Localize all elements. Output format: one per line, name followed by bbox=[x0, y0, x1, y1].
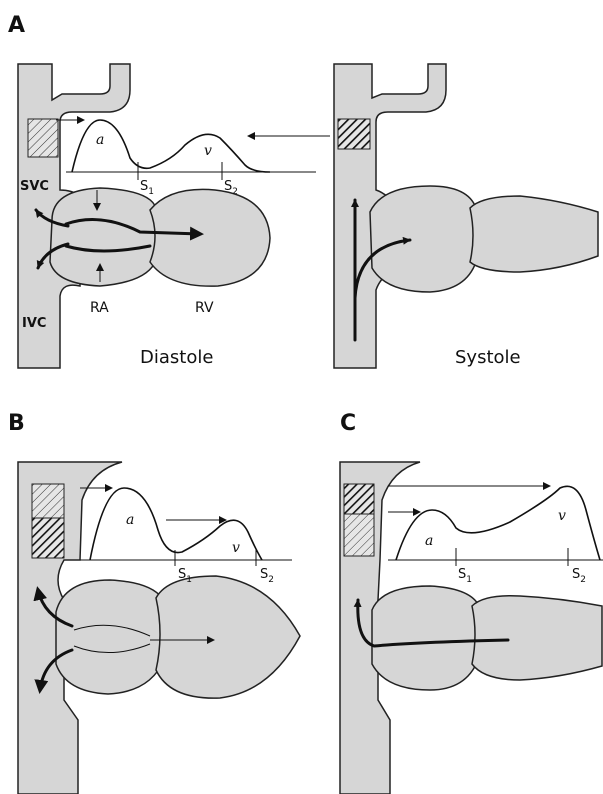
panel-c: C a v S1 S2 bbox=[340, 411, 603, 794]
waveform-b: a v S1 S2 bbox=[80, 488, 292, 585]
panel-c-hatched-band-bottom bbox=[344, 514, 374, 556]
panel-b-hatched-band-bottom bbox=[32, 518, 64, 558]
panel-b-right-ventricle bbox=[156, 576, 300, 698]
panel-c-right-atrium bbox=[372, 586, 481, 690]
svc-label: SVC bbox=[20, 179, 49, 194]
waveform-c-a-label: a bbox=[425, 533, 433, 549]
panel-b-hatched-band-top bbox=[32, 484, 64, 518]
panel-b-heart bbox=[18, 462, 300, 794]
panel-b-letter: B bbox=[8, 411, 25, 436]
waveform-c-v-label: v bbox=[558, 508, 566, 524]
waveform-c-s2-label: S2 bbox=[572, 567, 586, 585]
diastole-caption: Diastole bbox=[140, 347, 213, 368]
panel-a-letter: A bbox=[8, 13, 25, 38]
diastole-right-atrium bbox=[50, 188, 158, 286]
panel-c-right-ventricle bbox=[472, 596, 602, 680]
systole-caption: Systole bbox=[455, 347, 521, 368]
waveform-c-s1-label: S1 bbox=[458, 567, 472, 585]
diastole-heart bbox=[18, 64, 270, 368]
systole-heart bbox=[334, 64, 598, 368]
waveform-a-a-label: a bbox=[96, 132, 104, 148]
panel-c-letter: C bbox=[340, 411, 356, 436]
waveform-b-v-label: v bbox=[232, 540, 240, 556]
diastole-right-ventricle bbox=[150, 189, 270, 286]
ivc-label: IVC bbox=[22, 316, 46, 331]
waveform-b-s2-label: S2 bbox=[260, 567, 274, 585]
panel-b: B a v S1 S2 bbox=[8, 411, 300, 794]
panel-b-right-atrium bbox=[56, 580, 166, 694]
waveform-a-v-label: v bbox=[204, 143, 212, 159]
waveform-c: a v S1 S2 bbox=[388, 486, 603, 585]
panel-c-hatched-band-top bbox=[344, 484, 374, 514]
systole-hatched-band bbox=[338, 119, 370, 149]
panel-a: A SVC IVC RA RV Diastole bbox=[8, 13, 598, 368]
waveform-b-a-label: a bbox=[126, 512, 134, 528]
diastole-hatched-band bbox=[28, 119, 58, 157]
rv-label: RV bbox=[195, 300, 214, 316]
systole-right-atrium bbox=[370, 186, 478, 292]
ra-label: RA bbox=[90, 300, 109, 316]
systole-right-ventricle bbox=[470, 196, 598, 272]
waveform-a: a v S1 S2 bbox=[56, 120, 330, 197]
waveform-a-s1-label: S1 bbox=[140, 179, 154, 197]
